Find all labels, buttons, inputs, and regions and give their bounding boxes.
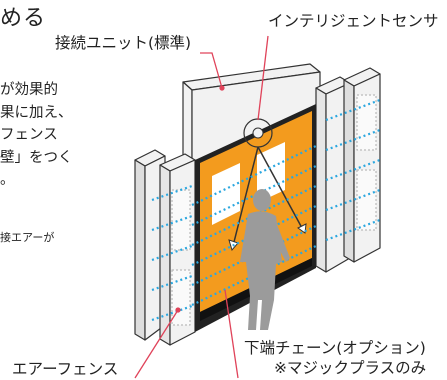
body-line: 壁」をつく (0, 149, 73, 166)
curtain-window-left (212, 163, 240, 225)
intelligent-sensor (228, 118, 307, 252)
body-line: 果に加え、 (0, 104, 73, 121)
fence-marker-dot (175, 307, 181, 313)
right-frame (315, 67, 381, 273)
air-fence-dots (151, 98, 381, 322)
heading: める (0, 6, 47, 31)
person-silhouette (240, 189, 290, 330)
unit-marker-dot (219, 85, 225, 91)
body-line: が効果的 (0, 82, 58, 98)
sensor-label: インテリジェントセンサ (268, 12, 439, 30)
note-text: 接エアーが (0, 231, 55, 244)
leader-lines (134, 35, 269, 379)
connection-unit-label: 接続ユニット(標準) (55, 34, 192, 52)
body-line: 。 (0, 172, 15, 188)
air-fence-label: エアーフェンス (12, 360, 119, 378)
body-text: が効果的 果に加え、 フェンス 壁」をつく 。 (0, 79, 73, 192)
left-frame (134, 149, 196, 346)
body-line: フェンス (0, 127, 58, 143)
bottom-chain-note: ※マジックプラスのみ (274, 359, 427, 377)
bottom-chain-label: 下端チェーン(オプション) (244, 339, 426, 357)
